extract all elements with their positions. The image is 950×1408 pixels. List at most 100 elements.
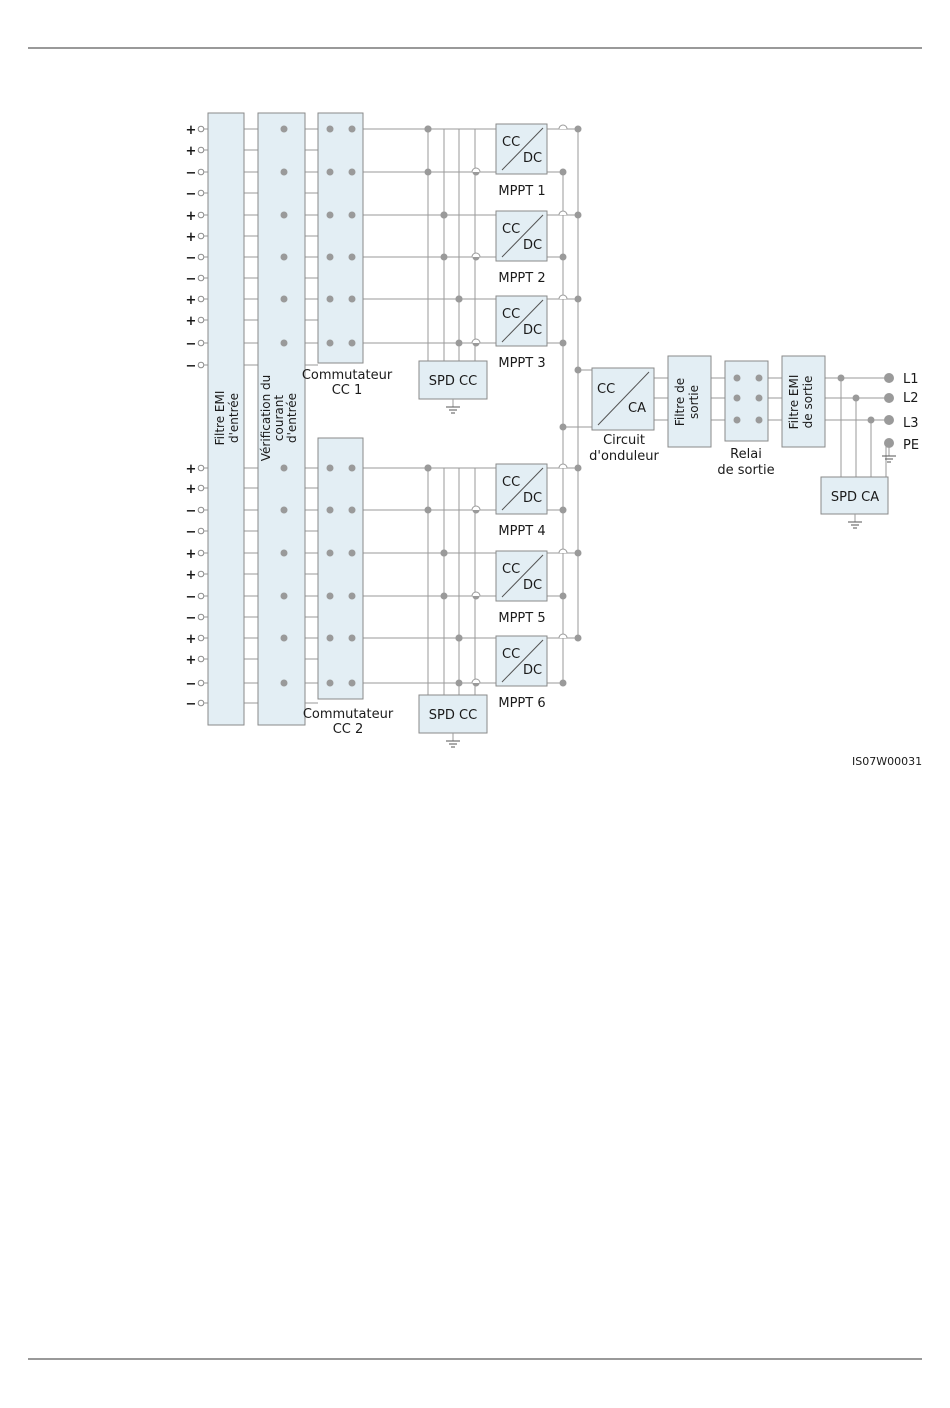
- current-check-junction: [280, 549, 288, 557]
- mppt-in-label: CC: [502, 562, 520, 577]
- spd-ac-junction: [837, 374, 845, 382]
- input-terminal: [197, 361, 205, 369]
- mppt-diagonal: [501, 554, 544, 598]
- switch-contact: [326, 125, 334, 133]
- output-filter-label-0: Filtre de: [673, 378, 687, 426]
- spd-junction: [455, 295, 463, 303]
- spd-ac-label: SPD CA: [831, 490, 879, 505]
- switch-contact: [326, 679, 334, 687]
- input-terminal-sign: −: [186, 611, 197, 626]
- input-terminal-sign: +: [186, 547, 197, 562]
- input-terminal: [197, 527, 205, 535]
- output-terminal: [884, 373, 894, 383]
- input-current-check-label-1: courant: [272, 395, 286, 441]
- mppt-in-label: CC: [502, 647, 520, 662]
- output-terminal: [884, 415, 894, 425]
- input-terminal-sign: +: [186, 462, 197, 477]
- input-terminal: [197, 634, 205, 642]
- input-terminal-sign: −: [186, 697, 197, 712]
- spd-tap: [424, 506, 432, 514]
- input-terminal-sign: +: [186, 144, 197, 159]
- output-emi-filter-label-0: Filtre EMI: [787, 375, 801, 430]
- relay-contact: [755, 374, 763, 382]
- output-relay-box: [724, 360, 769, 442]
- wire-crossing-hop: [471, 338, 481, 344]
- blocks-layer: [207, 112, 896, 748]
- inverter-label: d'onduleur: [589, 449, 659, 464]
- switch-contact: [348, 253, 356, 261]
- dc-switch-2-box: [317, 437, 364, 700]
- mppt-label-2: MPPT 2: [498, 271, 545, 286]
- input-terminal: [197, 592, 205, 600]
- bus-junction: [574, 211, 582, 219]
- wire-crossing-hop: [558, 294, 568, 300]
- relay-contact: [733, 374, 741, 382]
- input-terminal-sign: +: [186, 230, 197, 245]
- switch-contact: [326, 211, 334, 219]
- mppt-out-label: DC: [523, 323, 542, 338]
- input-terminal: [197, 253, 205, 261]
- input-terminal: [197, 189, 205, 197]
- dc-switch-2-label: Commutateur: [303, 707, 394, 722]
- dc-switch-1-box: [317, 112, 364, 364]
- relay-contact: [733, 416, 741, 424]
- input-terminal: [197, 232, 205, 240]
- bus-junction: [559, 679, 567, 687]
- switch-contact: [348, 295, 356, 303]
- input-terminal: [197, 679, 205, 687]
- switch-contact: [348, 592, 356, 600]
- output-emi-filter-label-1: de sortie: [801, 376, 815, 429]
- spd-tap: [440, 253, 448, 261]
- input-terminal: [197, 295, 205, 303]
- switch-contact: [326, 253, 334, 261]
- switch-contact: [326, 549, 334, 557]
- spd-tap: [455, 679, 463, 687]
- input-terminal: [197, 168, 205, 176]
- spd-ac-box: [820, 476, 889, 515]
- wire-crossing-hop: [558, 633, 568, 639]
- switch-contact: [326, 295, 334, 303]
- spd-tap: [440, 592, 448, 600]
- spd-dc-2-label: SPD CC: [429, 708, 477, 723]
- input-current-check-label-0: Vérification du: [259, 375, 273, 461]
- wire-crossing-hop: [471, 505, 481, 511]
- output-label-pe: PE: [903, 438, 919, 453]
- bus-junction: [559, 253, 567, 261]
- input-terminal-sign: −: [186, 504, 197, 519]
- mppt-in-label: CC: [502, 307, 520, 322]
- dc-switch-2-label: CC 2: [333, 722, 364, 737]
- spd-dc-1-label: SPD CC: [429, 374, 477, 389]
- switch-contact: [348, 549, 356, 557]
- input-terminal: [197, 211, 205, 219]
- switch-contact: [348, 211, 356, 219]
- input-terminal: [197, 655, 205, 663]
- input-terminal-sign: +: [186, 314, 197, 329]
- switch-contact: [326, 339, 334, 347]
- current-check-junction: [280, 506, 288, 514]
- input-terminal-sign: −: [186, 251, 197, 266]
- switch-contact: [326, 634, 334, 642]
- switch-contact: [326, 506, 334, 514]
- output-relay-label: Relai: [730, 447, 762, 462]
- switch-contact: [348, 506, 356, 514]
- input-terminal-sign: −: [186, 677, 197, 692]
- input-emi-filter-label-1: d'entrée: [227, 393, 241, 443]
- current-check-junction: [280, 125, 288, 133]
- current-check-junction: [280, 295, 288, 303]
- current-check-junction: [280, 168, 288, 176]
- current-check-junction: [280, 634, 288, 642]
- input-terminal-sign: −: [186, 166, 197, 181]
- bus-junction: [574, 464, 582, 472]
- input-terminal: [197, 125, 205, 133]
- input-terminal-sign: +: [186, 632, 197, 647]
- wire-crossing-hop: [558, 124, 568, 130]
- input-terminal: [197, 613, 205, 621]
- input-terminal: [197, 506, 205, 514]
- wire-crossing-hop: [558, 210, 568, 216]
- mppt-out-label: DC: [523, 663, 542, 678]
- figure-code: IS07W00031: [852, 755, 922, 768]
- inverter-label: Circuit: [603, 433, 645, 448]
- output-label-l1: L1: [903, 372, 919, 387]
- input-terminal: [197, 274, 205, 282]
- current-check-junction: [280, 679, 288, 687]
